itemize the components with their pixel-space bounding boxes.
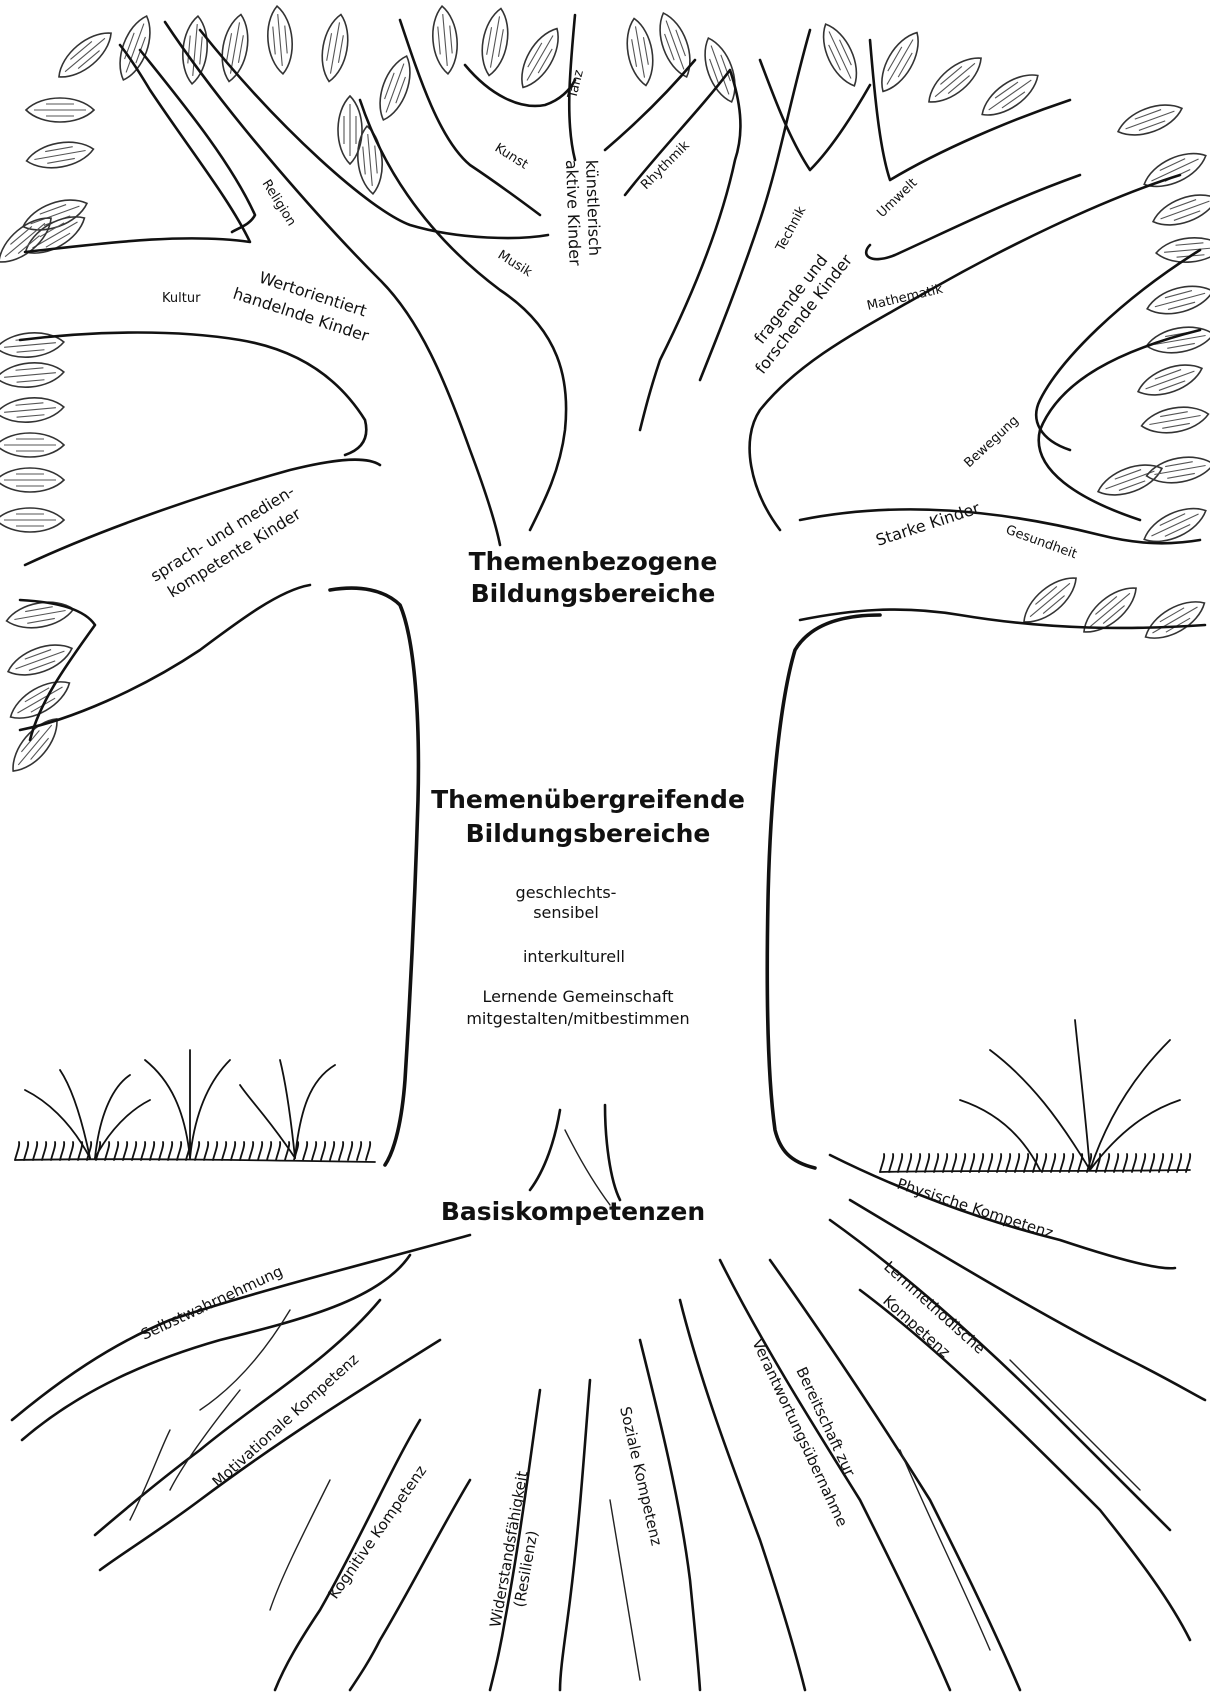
topic-mathematik: Mathematik [866, 282, 945, 314]
ground [15, 1020, 1190, 1172]
topic-tanz: Tanz [565, 68, 587, 101]
root-motivational: Motivationale Kompetenz [209, 1350, 363, 1491]
heading-roots: Basiskompetenzen [441, 1197, 705, 1226]
heading-crown-line-2: Bildungsbereiche [471, 579, 716, 608]
heading-crown-line-1: Themenbezogene [469, 547, 718, 576]
trunk-item-community-line-1: Lernende Gemeinschaft [483, 987, 674, 1006]
branch-kuenstlerisch-line-2: aktive Kinder [562, 159, 585, 266]
topic-kunst: Kunst [492, 141, 531, 173]
root-sozial: Soziale Kompetenz [616, 1405, 666, 1548]
crown-outline [20, 15, 1205, 740]
root-labels: Selbstwahrnehmung Motivationale Kompeten… [138, 1175, 1055, 1629]
trunk-items: geschlechts- sensibel interkulturell Ler… [466, 883, 689, 1028]
roots-outline [12, 1155, 1205, 1690]
crown-labels: Religion Kultur Wertorientiert handelnde… [147, 68, 1079, 601]
trunk-item-intercultural: interkulturell [523, 947, 625, 966]
heading-trunk-line-2: Bildungsbereiche [466, 819, 711, 848]
topic-kultur: Kultur [162, 291, 201, 306]
topic-musik: Musik [495, 248, 535, 281]
topic-technik: Technik [773, 204, 810, 255]
topic-bewegung: Bewegung [961, 413, 1021, 471]
branch-stark: Starke Kinder [873, 498, 982, 550]
root-physisch: Physische Kompetenz [895, 1175, 1056, 1243]
trunk-item-gender-line-1: geschlechts- [516, 883, 617, 902]
topic-umwelt: Umwelt [874, 176, 920, 221]
root-selbstwahrnehmung: Selbstwahrnehmung [138, 1262, 286, 1344]
trunk-item-community-line-2: mitgestalten/mitbestimmen [466, 1009, 689, 1028]
branch-kuenstlerisch-line-1: künstlerisch [582, 159, 604, 256]
heading-trunk-line-1: Themenübergreifende [431, 785, 745, 814]
trunk-item-gender-line-2: sensibel [533, 903, 599, 922]
